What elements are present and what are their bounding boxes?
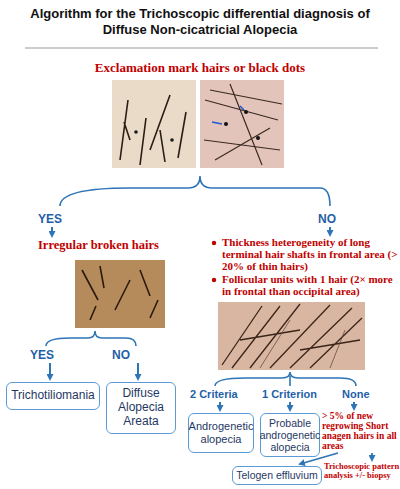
decision-question: Exclamation mark hairs or black dots [0,60,400,75]
diagnosis-text: Diffuse Alopecia Areata [109,387,173,428]
box-text-group: Androgenetic alopecia [189,420,254,445]
diagnosis-box: Trichotiliomania [6,382,100,410]
flow-arrow [49,363,51,379]
branch-label: None [342,388,370,401]
branch-label: 1 Criterion [262,388,317,401]
dermoscopy-photo [218,302,365,370]
dermoscopy-photo [200,80,284,168]
bullet-dot [212,278,216,282]
branch-brace [215,372,356,386]
flow-arrow [289,402,291,410]
title-rule [25,48,378,49]
diagnosis-box: Telogen effluvium [232,466,322,485]
criterion-text: Thickness heterogeneity of long terminal… [222,236,398,272]
flow-arrow [137,363,139,379]
diagnosis-text: Androgenetic alopecia [189,420,254,445]
dermoscopy-photo [75,260,165,328]
branch-label: NO [112,348,130,362]
flow-arrow [353,402,355,409]
box-text-group: Probable androgenetic alopecia [260,417,321,453]
diagnosis-text: Telogen effluvium [236,469,318,481]
decision-question: Irregular broken hairs [38,238,208,252]
flow-arrow [219,402,221,410]
branch-label: 2 Criteria [190,388,238,401]
diagnosis-box: Diffuse Alopecia Areata [106,382,176,434]
box-text-group: Diffuse Alopecia Areata [109,387,173,428]
brace-stem [289,376,291,386]
diagnosis-box: Androgenetic alopecia [188,413,254,453]
flow-arrow [371,453,373,460]
branch-brace [60,176,330,206]
box-text-group: Telogen effluvium [236,469,318,481]
note-text: Trichoscopic pattern analysis +/- biopsy [324,462,400,480]
bullet-dot [212,241,216,245]
branch-label: YES [30,348,54,362]
branch-label: YES [38,212,62,226]
criterion-text: Follicular units with 1 hair (2× more in… [222,273,398,297]
flow-arrow [329,227,331,235]
box-text-group: Trichotiliomania [11,389,95,403]
diagnosis-box: Probable androgenetic alopecia [260,413,320,457]
diagnosis-text: Probable androgenetic alopecia [260,417,321,453]
dermoscopy-photo [112,80,196,168]
diagram-title: Algorithm for the Trichoscopic different… [20,6,380,38]
branch-label: NO [318,212,336,226]
criterion-text: > 5% of new regrowing Short anagen hairs… [322,411,400,451]
flow-arrow [51,227,53,236]
branch-brace [46,331,136,346]
diagnosis-text: Trichotiliomania [11,389,95,403]
